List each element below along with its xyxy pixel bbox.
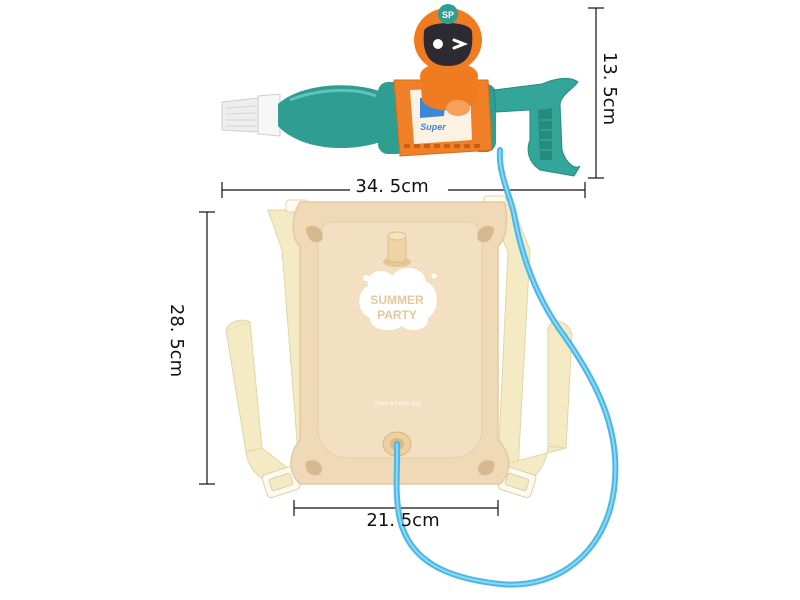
- dimension-line-backpack-height: [199, 211, 215, 485]
- tank-tagline: have a funny day: [375, 401, 421, 407]
- gun-nozzle: [221, 93, 281, 137]
- tank-fill-cap: [383, 231, 411, 267]
- gun-badge-text: SP: [442, 10, 454, 20]
- dimension-label-backpack-base: 21. 5cm: [366, 510, 440, 531]
- dimension-line-gun-height: [588, 7, 604, 179]
- dimension-label-backpack-height: 28. 5cm: [166, 303, 188, 378]
- gun-handle: [493, 77, 581, 177]
- gun-pump-bulb: [278, 85, 386, 149]
- backpack-tank: [290, 201, 510, 485]
- hose-highlight: [395, 149, 617, 586]
- dimension-label-gun-length: 34. 5cm: [355, 176, 429, 197]
- summer-party-logo: SUMMER PARTY: [359, 268, 437, 331]
- left-strap-buckle: [261, 465, 301, 499]
- logo-line-2: PARTY: [377, 308, 417, 322]
- gun-decal-text: Super: [420, 122, 446, 132]
- dimension-label-gun-height: 13. 5cm: [599, 51, 621, 126]
- dimension-line-gun-length: [221, 182, 586, 198]
- logo-line-1: SUMMER: [370, 293, 424, 307]
- gun-robot-mascot: SP: [414, 4, 482, 116]
